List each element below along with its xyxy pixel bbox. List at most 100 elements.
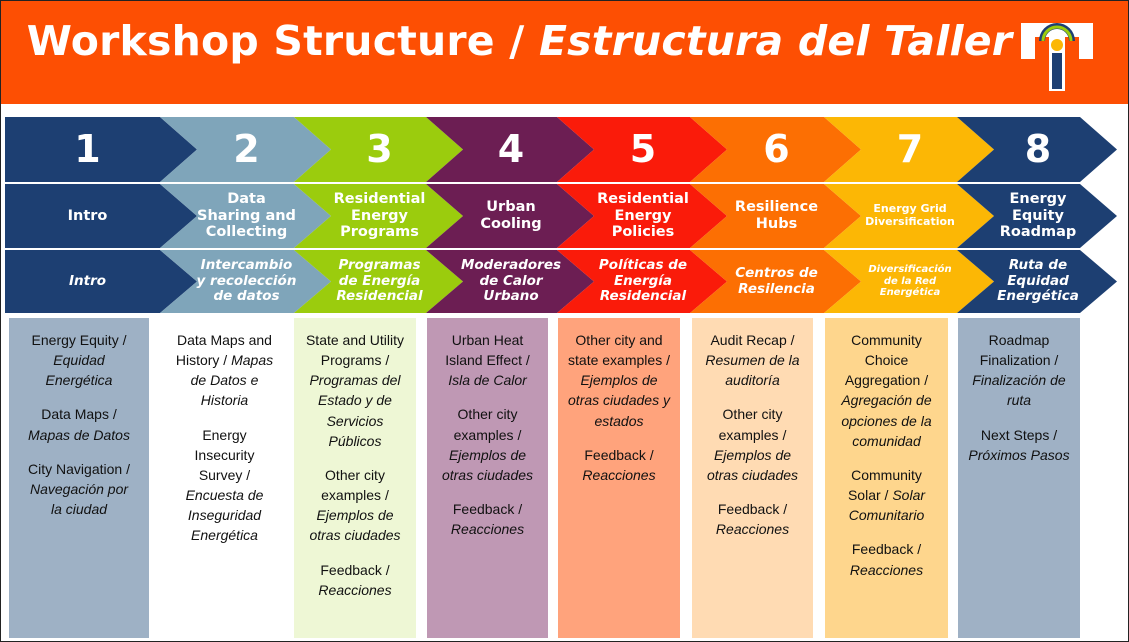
content-item: Community Solar / Solar Comunitario [831,465,942,525]
step-2-content-column: Data Maps and History / Mapas de Datos e… [164,318,285,638]
content-item-english: Feedback / [452,501,523,518]
content-item: Other city examples / Ejemplos de otras … [698,404,807,485]
content-item-spanish: Reacciones [849,561,924,578]
content-item-english: City Navigation / [28,460,130,477]
step-6-en-label: Resilience Hubs [734,199,819,232]
content-item-english: Community Choice Aggregation / [844,332,929,389]
content-item: Community Choice Aggregation / Agregació… [831,330,942,451]
content-item-english: Roadmap Finalization / [979,332,1059,369]
content-item-spanish: Equidad Energética [45,352,113,389]
step-4-content-column: Urban Heat Island Effect / Isla de Calor… [427,318,548,638]
step-5-num-label: 5 [629,126,657,171]
content-item-spanish: Programas del Estado y de Servicios Públ… [309,372,401,449]
content-item-spanish: Próximos Pasos [968,446,1070,463]
content-item-spanish: Reacciones [582,466,656,483]
content-item-spanish: Solar Comunitario [848,487,926,524]
content-item-english: State and Utility Programs / [305,332,405,369]
step-2-en-label: Data Sharing and Collecting [197,190,296,241]
content-item-spanish: Isla de Calor [448,372,527,389]
content-item: Urban Heat Island Effect / Isla de Calor [433,330,542,390]
content-item: Data Maps / Mapas de Datos [15,404,143,444]
content-item-spanish: Ejemplos de otras ciudades [309,507,401,544]
step-5-es-label: Políticas de Energía Residencial [598,257,688,305]
content-item-spanish: Encuesta de Inseguridad Energética [185,487,264,544]
step-1-en-label: Intro [67,207,108,224]
content-item-spanish: Navegación por la ciudad [29,480,129,518]
step-6-es-label: Centros de Resilencia [735,264,818,297]
content-item: Feedback / Reacciones [564,445,674,485]
content-item-spanish: Mapas de Datos e Historia [190,352,274,409]
step-6-num-label: 6 [763,126,790,171]
content-item: Energy Insecurity Survey / Encuesta de I… [170,425,279,546]
content-item-english: Other city examples / [718,406,787,443]
content-item-english: Community Solar / [847,466,922,504]
content-item: Other city examples / Ejemplos de otras … [300,465,410,546]
step-5-en-label: Residential Energy Policies [597,190,689,241]
content-item-english: Audit Recap / [710,332,795,348]
content-item-english: Next Steps / [980,426,1058,443]
step-8-num-label: 8 [1024,126,1052,171]
content-item-spanish: Ejemplos de otras ciudades y estados [568,372,670,429]
content-item: Audit Recap / Resumen de la auditoría [698,330,807,390]
step-7-content-column: Community Choice Aggregation / Agregació… [825,318,948,638]
content-item: Other city examples / Ejemplos de otras … [433,404,542,485]
content-item-spanish: Reacciones [715,521,790,538]
content-item-english: Urban Heat Island Effect / [445,332,530,369]
content-item-spanish: Ejemplos de otras ciudades [441,446,534,483]
content-item: Feedback / Reacciones [433,499,542,539]
content-item-spanish: Agregación de opciones de la comunidad [841,392,932,449]
step-7-es-label: Diversificación de la Red Energética [868,264,952,299]
step-8-en-label: Energy Equity Roadmap [999,190,1077,241]
title-english: Workshop Structure / [26,17,539,65]
content-item: Data Maps and History / Mapas de Datos e… [170,330,279,411]
content-item-english: Other city examples / [453,406,522,443]
content-item: Feedback / Reacciones [698,499,807,539]
step-3-num-label: 3 [366,126,393,171]
step-1-num-label: 1 [74,126,101,171]
content-item-spanish: Resumen de la auditoría [705,352,800,389]
content-item: Energy Equity / Equidad Energética [15,330,143,390]
content-item-english: Data Maps and History / [175,332,272,369]
step-3-en-label: Residential Energy Programs [333,190,426,241]
content-item: Next Steps / Próximos Pasos [964,425,1074,465]
step-1-es-label: Intro [68,272,107,289]
content-item: City Navigation / Navegación por la ciud… [15,459,143,519]
step-4-es-label: Moderadores de Calor Urbano [460,257,562,305]
content-item-spanish: Reacciones [318,581,392,598]
page-title: Workshop Structure / Estructura del Tall… [1,17,1038,65]
step-2-num-label: 2 [233,126,260,171]
logo-icon [1019,19,1095,93]
step-4-en-label: Urban Cooling [480,199,542,232]
content-item-english: Data Maps / [41,406,117,423]
step-2-es-label: Intercambio y recolección de datos [196,257,297,305]
content-item-english: Energy Insecurity Survey / [194,426,255,483]
step-3-es-label: Programas de Energía Residencial [336,257,423,305]
step-7-en-label: Energy Grid Diversification [865,202,955,228]
content-item: State and Utility Programs / Programas d… [300,330,410,451]
step-7-num-label: 7 [896,126,924,171]
content-item-spanish: Reacciones [450,521,525,538]
content-item-english: Feedback / [584,446,654,463]
content-item: Feedback / Reacciones [300,560,410,600]
content-item-spanish: Mapas de Datos [28,426,130,443]
content-item-english: Feedback / [851,541,922,558]
step-8-content-column: Roadmap Finalization / Finalización de r… [958,318,1080,638]
content-item-spanish: Finalización de ruta [972,372,1066,409]
step-4-num-label: 4 [497,126,525,171]
content-item-english: Energy Equity / [31,332,127,348]
content-item: Other city and state examples / Ejemplos… [564,330,674,431]
step-8-es-label: Ruta de Equidad Energética [997,257,1079,305]
content-item-english: Other city examples / [321,466,389,504]
content-item: Feedback / Reacciones [831,539,942,579]
step-5-content-column: Other city and state examples / Ejemplos… [558,318,680,638]
step-3-content-column: State and Utility Programs / Programas d… [294,318,416,638]
title-banner: Workshop Structure / Estructura del Tall… [1,1,1128,104]
content-item-english: Feedback / [320,561,390,578]
content-item-spanish: Ejemplos de otras ciudades [706,446,799,483]
content-item: Roadmap Finalization / Finalización de r… [964,330,1074,411]
content-item-english: Other city and state examples / [568,332,670,369]
title-spanish: Estructura del Taller [538,17,1013,65]
content-item-english: Feedback / [717,501,788,518]
